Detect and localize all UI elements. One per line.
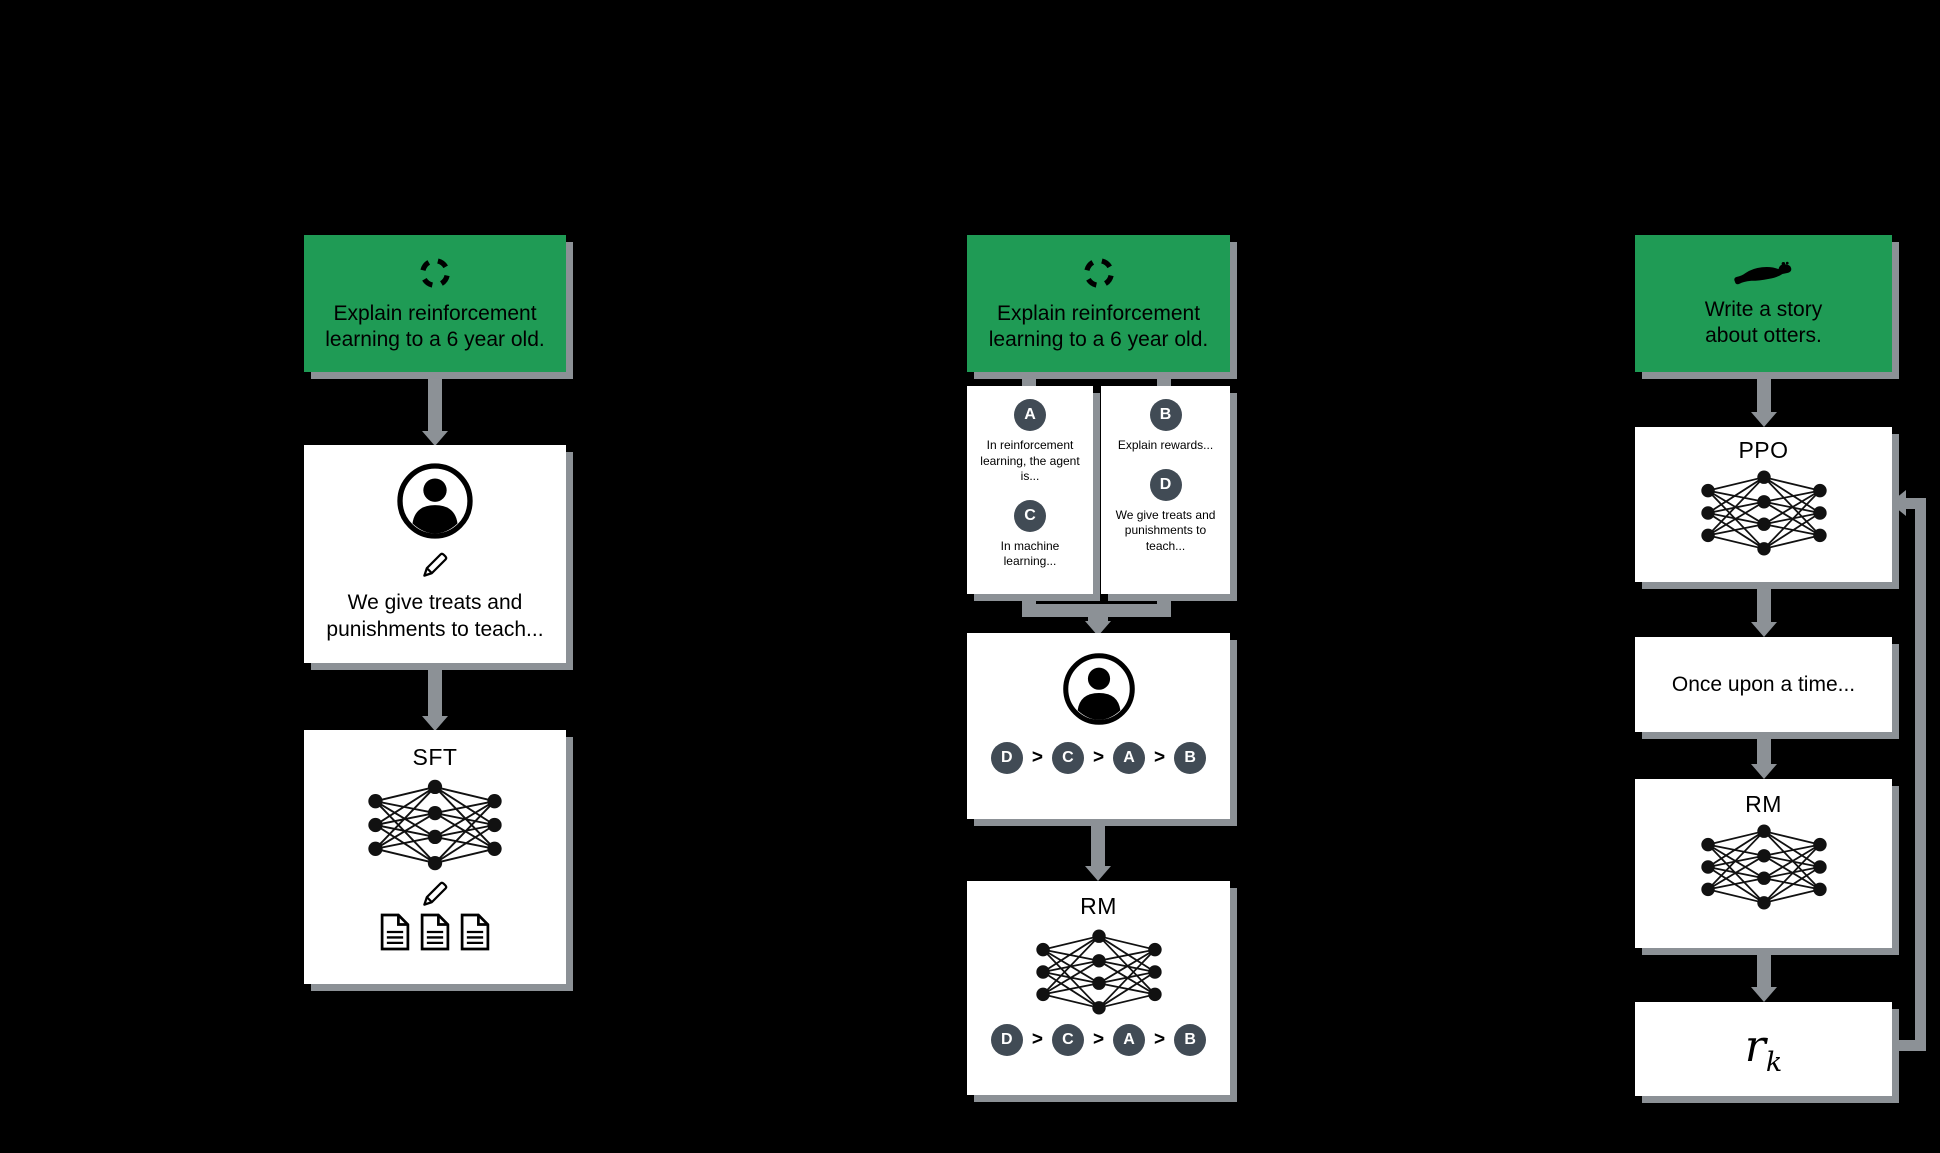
rank-separator: > bbox=[1031, 1029, 1043, 1050]
prompt-text: Explain reinforcement learning to a 6 ye… bbox=[988, 301, 1209, 351]
output-text: Once upon a time... bbox=[1671, 672, 1856, 696]
answer-box-ac: A In reinforcement learning, the agent i… bbox=[967, 386, 1093, 594]
arrowhead-mid-1 bbox=[1085, 621, 1111, 636]
connector-right-4 bbox=[1757, 947, 1771, 989]
reward-model-box: RM D > C > A > B bbox=[967, 881, 1230, 1095]
neural-network-icon bbox=[1689, 820, 1839, 914]
reward-value-box: rk bbox=[1635, 1002, 1892, 1096]
connector-mid-stub-a bbox=[1022, 371, 1036, 387]
answer-a: A In reinforcement learning, the agent i… bbox=[974, 399, 1086, 485]
feedback-loop-vertical bbox=[1915, 498, 1926, 1051]
labeler-demo-box: We give treats and punishments to teach.… bbox=[304, 445, 566, 663]
arrowhead-left-2 bbox=[422, 716, 448, 731]
answer-text: Explain rewards... bbox=[1117, 438, 1214, 452]
arrowhead-left-1 bbox=[422, 431, 448, 446]
connector-left-2 bbox=[428, 662, 442, 718]
answer-text: In machine learning... bbox=[1000, 538, 1060, 569]
person-icon bbox=[1061, 651, 1137, 727]
connector-mid-merge-bar bbox=[1022, 604, 1171, 617]
answer-b: B Explain rewards... bbox=[1118, 399, 1213, 454]
reward-model-box-right: RM bbox=[1635, 779, 1892, 948]
connector-mid-center bbox=[1088, 615, 1108, 623]
pencil-icon bbox=[420, 879, 450, 909]
connector-mid-stub-c bbox=[1022, 593, 1036, 605]
document-icon bbox=[420, 913, 450, 951]
answer-letter-bubble: C bbox=[1014, 499, 1046, 532]
output-text-box: Once upon a time... bbox=[1635, 637, 1892, 732]
prompt-box-ppo: Write a story about otters. bbox=[1635, 235, 1892, 372]
rank-bubble: C bbox=[1051, 742, 1084, 774]
cycle-icon bbox=[416, 254, 454, 292]
rank-bubble: C bbox=[1051, 1024, 1084, 1056]
document-icon bbox=[460, 913, 490, 951]
connector-right-2 bbox=[1757, 581, 1771, 624]
rank-separator: > bbox=[1092, 747, 1105, 768]
ranking-row: D > C > A > B bbox=[990, 1024, 1207, 1056]
rank-separator: > bbox=[1154, 747, 1166, 768]
cycle-icon bbox=[1080, 254, 1118, 292]
feedback-loop-top bbox=[1904, 498, 1926, 509]
sft-label: SFT bbox=[412, 744, 458, 770]
labeler-demo-text: We give treats and punishments to teach.… bbox=[326, 591, 544, 642]
ppo-label: PPO bbox=[1738, 437, 1789, 463]
connector-right-3 bbox=[1757, 731, 1771, 766]
arrowhead-right-1 bbox=[1751, 412, 1777, 427]
person-icon bbox=[395, 461, 475, 541]
connector-right-1 bbox=[1757, 371, 1771, 414]
prompt-text: Write a story about otters. bbox=[1704, 297, 1823, 347]
rank-bubble: D bbox=[990, 742, 1023, 774]
pencil-icon bbox=[420, 550, 450, 580]
answer-text: We give treats and punishments to teach.… bbox=[1115, 507, 1216, 553]
documents-icons bbox=[380, 913, 490, 951]
answer-text: In reinforcement learning, the agent is.… bbox=[980, 438, 1080, 484]
connector-left-1 bbox=[428, 371, 442, 433]
rm-label: RM bbox=[1745, 791, 1782, 817]
reward-value: rk bbox=[1745, 1021, 1782, 1078]
rm-label: RM bbox=[1080, 893, 1117, 919]
arrowhead-mid-2 bbox=[1085, 866, 1111, 881]
answer-d: D We give treats and punishments to teac… bbox=[1110, 468, 1222, 555]
neural-network-icon bbox=[1689, 466, 1839, 560]
document-icon bbox=[380, 913, 410, 951]
ppo-model-box: PPO bbox=[1635, 427, 1892, 582]
prompt-box-sft: Explain reinforcement learning to a 6 ye… bbox=[304, 235, 566, 372]
rank-separator: > bbox=[1092, 1029, 1105, 1050]
rank-bubble: A bbox=[1113, 742, 1146, 774]
connector-mid-stub-d bbox=[1157, 593, 1171, 605]
rank-separator: > bbox=[1154, 1029, 1166, 1050]
prompt-text: Explain reinforcement learning to a 6 ye… bbox=[325, 301, 545, 351]
reward-subscript: k bbox=[1765, 1046, 1783, 1078]
reward-base: r bbox=[1744, 1020, 1766, 1072]
answer-letter-bubble: A bbox=[1014, 399, 1046, 431]
answer-box-bd: B Explain rewards... D We give treats an… bbox=[1101, 386, 1230, 594]
rank-bubble: D bbox=[990, 1024, 1023, 1056]
neural-network-icon bbox=[355, 775, 515, 875]
arrowhead-feedback bbox=[1890, 490, 1906, 516]
sft-model-box: SFT bbox=[304, 730, 566, 984]
neural-network-icon bbox=[1024, 925, 1174, 1019]
arrowhead-right-4 bbox=[1751, 987, 1777, 1002]
connector-mid-2 bbox=[1091, 818, 1105, 868]
arrowhead-right-2 bbox=[1751, 622, 1777, 637]
feedback-loop-bottom bbox=[1890, 1040, 1926, 1051]
ranking-row: D > C > A > B bbox=[990, 742, 1207, 774]
arrowhead-right-3 bbox=[1751, 764, 1777, 779]
rank-bubble: B bbox=[1174, 742, 1207, 774]
rank-bubble: B bbox=[1174, 1024, 1207, 1056]
rank-separator: > bbox=[1031, 747, 1043, 768]
answer-letter-bubble: D bbox=[1149, 468, 1182, 501]
labeler-ranking-box: D > C > A > B bbox=[967, 633, 1230, 819]
answer-c: C In machine learning... bbox=[974, 499, 1086, 570]
prompt-box-rm: Explain reinforcement learning to a 6 ye… bbox=[967, 235, 1230, 372]
answer-letter-bubble: B bbox=[1149, 399, 1182, 431]
rank-bubble: A bbox=[1113, 1024, 1146, 1056]
otter-icon bbox=[1733, 258, 1795, 288]
connector-mid-stub-b bbox=[1157, 371, 1171, 387]
